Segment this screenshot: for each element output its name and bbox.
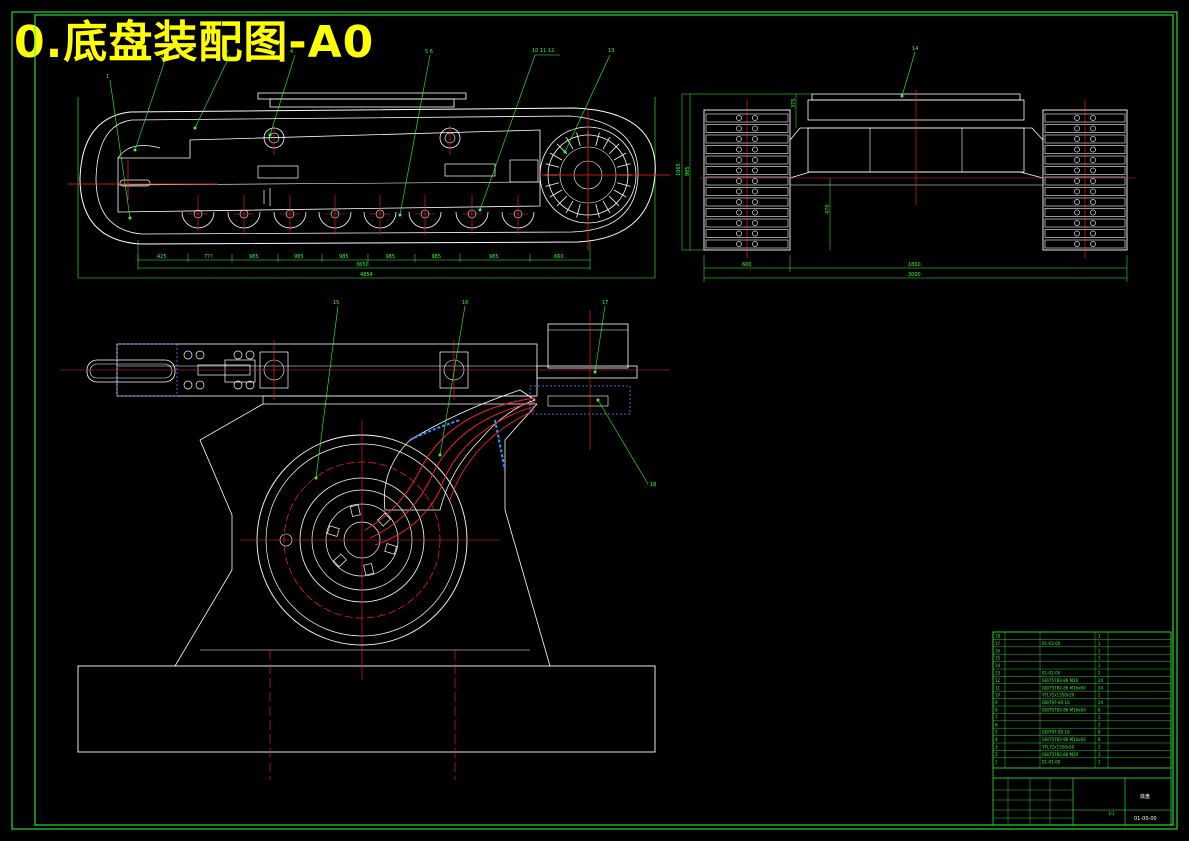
tb-row-qty: 24: [1098, 700, 1104, 705]
callout-4: 4: [290, 49, 293, 55]
dim-front-height-total: 1065: [676, 163, 682, 176]
tb-part-name: 底盘: [1140, 793, 1150, 800]
tb-row-qty: 24: [1098, 685, 1104, 690]
tb-row-no: 5: [995, 730, 998, 735]
tb-row-code: GB/T5783-86 M16x60: [1042, 708, 1086, 713]
tb-row-qty: 8: [1098, 730, 1101, 735]
dim-spacing: 985: [386, 254, 396, 260]
callout-5-6: 5 6: [425, 49, 433, 55]
tb-row-no: 3: [995, 745, 998, 750]
dim-spacing: 985: [294, 254, 304, 260]
callout-3: 3: [225, 49, 228, 55]
tb-row-code: GB/T5782-86 M16x60: [1042, 737, 1086, 742]
tb-row-code: GB/T5782-86 M16x60: [1042, 685, 1086, 690]
tb-sheet: 1/1: [1108, 811, 1115, 816]
inner-border: [34, 14, 1174, 826]
front-view: [681, 90, 1135, 282]
tb-row-code: 01-03-00: [1042, 641, 1061, 646]
dim-spacing: 7??: [204, 254, 213, 260]
dim-front-height-a: 985: [685, 166, 691, 176]
tb-row-no: 7: [995, 715, 998, 720]
dim-front-middle: 1800: [908, 262, 921, 268]
side-view: [68, 92, 670, 279]
tb-row-no: 8: [995, 708, 998, 713]
dim-spacing: 425: [157, 254, 167, 260]
tb-row-qty: 1: [1098, 759, 1101, 764]
tb-row-no: 1: [995, 759, 998, 764]
tb-row-code: 01-01-00: [1042, 759, 1061, 764]
outer-border: [11, 11, 1178, 830]
callout-18: 18: [650, 482, 656, 488]
tb-row-no: 11: [995, 685, 1001, 690]
tb-row-code: GB/T5783-86 M16: [1042, 678, 1079, 683]
tb-row-no: 12: [995, 678, 1001, 683]
section-view: [60, 310, 670, 780]
tb-row-no: 6: [995, 722, 998, 727]
tb-row-qty: 8: [1098, 737, 1101, 742]
tb-row-qty: 2: [1098, 752, 1101, 757]
dim-front-left: 600: [742, 262, 752, 268]
tb-row-no: 10: [995, 693, 1001, 698]
tb-row-qty: 2: [1098, 722, 1101, 727]
tb-row-no: 17: [995, 641, 1001, 646]
leader-lines: [109, 51, 916, 485]
tb-row-qty: 2: [1098, 745, 1101, 750]
callout-15: 15: [333, 300, 339, 306]
callout-17: 17: [602, 300, 608, 306]
tb-row-no: 2: [995, 752, 998, 757]
tb-row-no: 16: [995, 648, 1001, 653]
dim-front-height-c: 470: [825, 204, 831, 214]
dim-front-overall: 3000: [908, 272, 921, 278]
tb-row-code: GB/T97-85 16: [1042, 730, 1070, 735]
drawing-title: 0.底盘装配图-A0: [14, 17, 375, 68]
tb-row-qty: 1: [1098, 634, 1101, 639]
tb-row-code: GB/T5782-86 M20: [1042, 752, 1079, 757]
tb-row-code: 01-02-00: [1042, 671, 1061, 676]
callout-2: 2: [160, 54, 163, 60]
tb-row-qty: 2: [1098, 671, 1101, 676]
tb-row-no: 13: [995, 671, 1001, 676]
dim-inner-total: 3650: [356, 262, 369, 268]
tb-row-no: 15: [995, 656, 1001, 661]
tb-row-no: 14: [995, 663, 1001, 668]
tb-row-qty: 1: [1098, 641, 1101, 646]
tb-row-no: 18: [995, 634, 1001, 639]
tb-row-code: GB/T97-85 16: [1042, 700, 1070, 705]
tb-row-qty: 1: [1098, 663, 1101, 668]
callout-1: 1: [106, 74, 109, 80]
leader-dots: [128, 94, 904, 480]
dim-spacing: 985: [432, 254, 442, 260]
callout-13: 13: [608, 48, 614, 54]
dim-spacing: 985: [339, 254, 349, 260]
tb-row-qty: 8: [1098, 708, 1101, 713]
dim-spacing: 985: [249, 254, 259, 260]
tb-row-qty: 2: [1098, 715, 1101, 720]
callout-16: 16: [462, 300, 468, 306]
callout-10-12: 10 11 12: [532, 48, 554, 54]
tb-row-code: YTL72x1350x20: [1041, 693, 1075, 698]
tb-row-qty: 24: [1098, 678, 1104, 683]
dim-spacing: 985: [489, 254, 499, 260]
dim-front-height-b: 375: [791, 98, 797, 108]
tb-row-qty: 2: [1098, 693, 1101, 698]
dim-overall-total: 4854: [360, 272, 373, 278]
tb-row-code: YTL72x1350x20: [1041, 745, 1075, 750]
tb-row-no: 4: [995, 737, 998, 742]
tb-row-qty: 1: [1098, 648, 1101, 653]
callout-14: 14: [912, 46, 918, 52]
tb-drawing-no: 01-00-00: [1134, 816, 1157, 822]
dim-spacing: 660: [554, 254, 564, 260]
tb-row-qty: 1: [1098, 656, 1101, 661]
tb-row-no: 9: [995, 700, 998, 705]
